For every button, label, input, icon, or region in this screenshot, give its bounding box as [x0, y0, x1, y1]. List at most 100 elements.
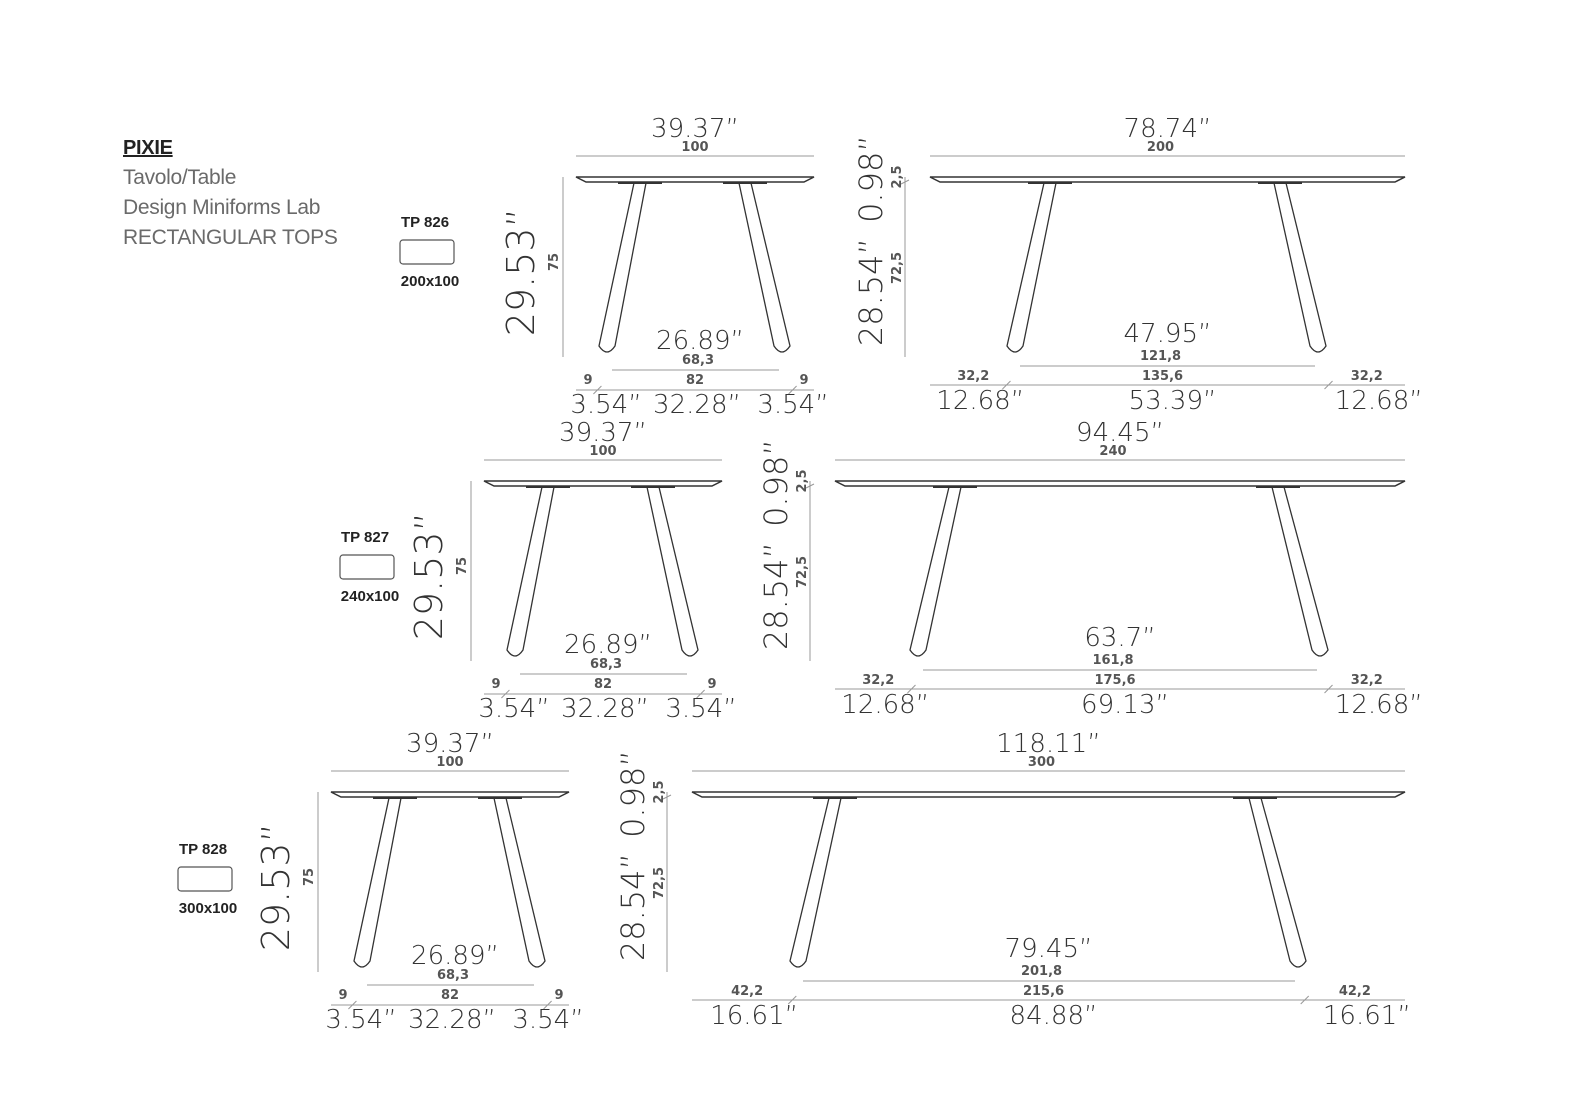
table-top — [575, 176, 815, 183]
model-size: 300x100 — [179, 900, 237, 917]
segment-inches: 53.39” — [1129, 386, 1217, 416]
rectangular-top-icon — [177, 866, 233, 892]
dimension-tick — [805, 483, 815, 489]
dimension-tick — [348, 1000, 357, 1010]
segment-cm: 215,6 — [1023, 984, 1064, 999]
segment-inches: 12.68” — [1335, 690, 1423, 720]
rectangular-top-icon — [339, 554, 395, 580]
dimension-tick — [900, 179, 910, 185]
dimension-tick — [662, 794, 672, 800]
table-leg — [493, 797, 546, 968]
leg-span-cm: 68,3 — [682, 353, 714, 368]
product-name: PIXIE — [123, 137, 173, 159]
dimension-tick — [1300, 995, 1310, 1005]
segment-cm: 9 — [491, 677, 500, 692]
leg-span-inches: 26.89” — [411, 941, 499, 971]
segment-inches: 3.54” — [757, 390, 828, 420]
dimension-tick — [907, 684, 916, 694]
segment-inches: 84.88” — [1010, 1001, 1098, 1031]
width-inches: 39.37” — [559, 418, 647, 448]
table-leg — [1248, 797, 1307, 968]
segment-cm: 32,2 — [1351, 369, 1383, 384]
top-thickness-inches: 0.98” — [852, 135, 890, 223]
model-tp826: TP 826200x10039.37”10029.53”7526.89”68,3… — [399, 114, 1423, 420]
segment-inches: 32.28” — [653, 390, 741, 420]
table-top — [691, 791, 1406, 798]
length-inches: 94.45” — [1076, 418, 1164, 448]
segment-inches: 3.54” — [478, 694, 549, 724]
segment-inches: 3.54” — [665, 694, 736, 724]
leg-height-inches: 28.54” — [614, 853, 652, 961]
length-cm: 300 — [1028, 755, 1055, 770]
table-top — [483, 480, 723, 487]
segment-cm: 135,6 — [1142, 369, 1183, 384]
leg-span-cm: 68,3 — [437, 968, 469, 983]
table-leg — [598, 182, 647, 353]
side-view: 39.37”10029.53”7526.89”68,393.54”8232.28… — [407, 418, 737, 724]
table-leg — [1271, 486, 1329, 657]
side-view: 39.37”10029.53”7526.89”68,393.54”8232.28… — [499, 114, 829, 420]
length-inches: 78.74” — [1124, 114, 1212, 144]
category: RECTANGULAR TOPS — [123, 226, 338, 249]
table-leg — [646, 486, 699, 657]
leg-span-inches: 79.45” — [1005, 934, 1093, 964]
segment-inches: 3.54” — [512, 1005, 583, 1035]
model-badge: TP 828 300x100 — [177, 841, 237, 917]
table-leg — [1273, 182, 1327, 353]
leg-height-inches: 28.54” — [852, 238, 890, 346]
segment-inches: 12.68” — [1335, 386, 1423, 416]
table-top — [330, 791, 570, 798]
height-cm: 75 — [547, 253, 562, 271]
dimension-tick — [501, 689, 510, 699]
leg-span-cm: 68,3 — [590, 657, 622, 672]
height-inches: 29.53” — [499, 208, 543, 336]
segment-inches: 69.13” — [1081, 690, 1169, 720]
leg-span-cm: 201,8 — [1021, 964, 1062, 979]
leg-height-cm: 72,5 — [795, 556, 810, 588]
top-thickness-cm: 2,5 — [795, 469, 810, 492]
segment-inches: 16.61” — [710, 1001, 798, 1031]
leg-span-inches: 47.95” — [1124, 319, 1212, 349]
leg-span-cm: 121,8 — [1140, 349, 1181, 364]
width-inches: 39.37” — [406, 729, 494, 759]
side-view: 39.37”10029.53”7526.89”68,393.54”8232.28… — [254, 729, 584, 1035]
segment-inches: 16.61” — [1323, 1001, 1411, 1031]
segment-cm: 82 — [441, 988, 459, 1003]
width-cm: 100 — [681, 140, 708, 155]
model-code: TP 827 — [341, 529, 389, 546]
segment-cm: 175,6 — [1094, 673, 1135, 688]
segment-cm: 82 — [594, 677, 612, 692]
length-cm: 200 — [1147, 140, 1174, 155]
front-view: 78.74”2000.98”2,528.54”72,547.95”121,832… — [852, 114, 1423, 416]
table-leg — [1006, 182, 1057, 353]
model-code: TP 828 — [179, 841, 227, 858]
segment-inches: 12.68” — [841, 690, 929, 720]
segment-cm: 42,2 — [731, 984, 763, 999]
leg-span-inches: 26.89” — [564, 630, 652, 660]
table-leg — [506, 486, 555, 657]
table-top — [834, 480, 1406, 487]
table-leg — [909, 486, 962, 657]
segment-cm: 9 — [799, 373, 808, 388]
width-cm: 100 — [589, 444, 616, 459]
top-thickness-inches: 0.98” — [757, 439, 795, 527]
length-inches: 118.11” — [996, 729, 1100, 759]
dimension-tick — [543, 1000, 552, 1010]
segment-inches: 12.68” — [936, 386, 1024, 416]
segment-inches: 32.28” — [561, 694, 649, 724]
length-cm: 240 — [1099, 444, 1126, 459]
segment-cm: 32,2 — [862, 673, 894, 688]
segment-cm: 9 — [583, 373, 592, 388]
height-inches: 29.53” — [254, 823, 298, 951]
table-leg — [738, 182, 791, 353]
model-size: 200x100 — [401, 273, 459, 290]
model-tp827: TP 827240x10039.37”10029.53”7526.89”68,3… — [339, 418, 1423, 724]
table-leg — [353, 797, 402, 968]
leg-height-inches: 28.54” — [757, 542, 795, 650]
dimension-tick — [1324, 380, 1333, 390]
height-inches: 29.53” — [407, 512, 451, 640]
segment-cm: 9 — [338, 988, 347, 1003]
table-leg — [789, 797, 842, 968]
